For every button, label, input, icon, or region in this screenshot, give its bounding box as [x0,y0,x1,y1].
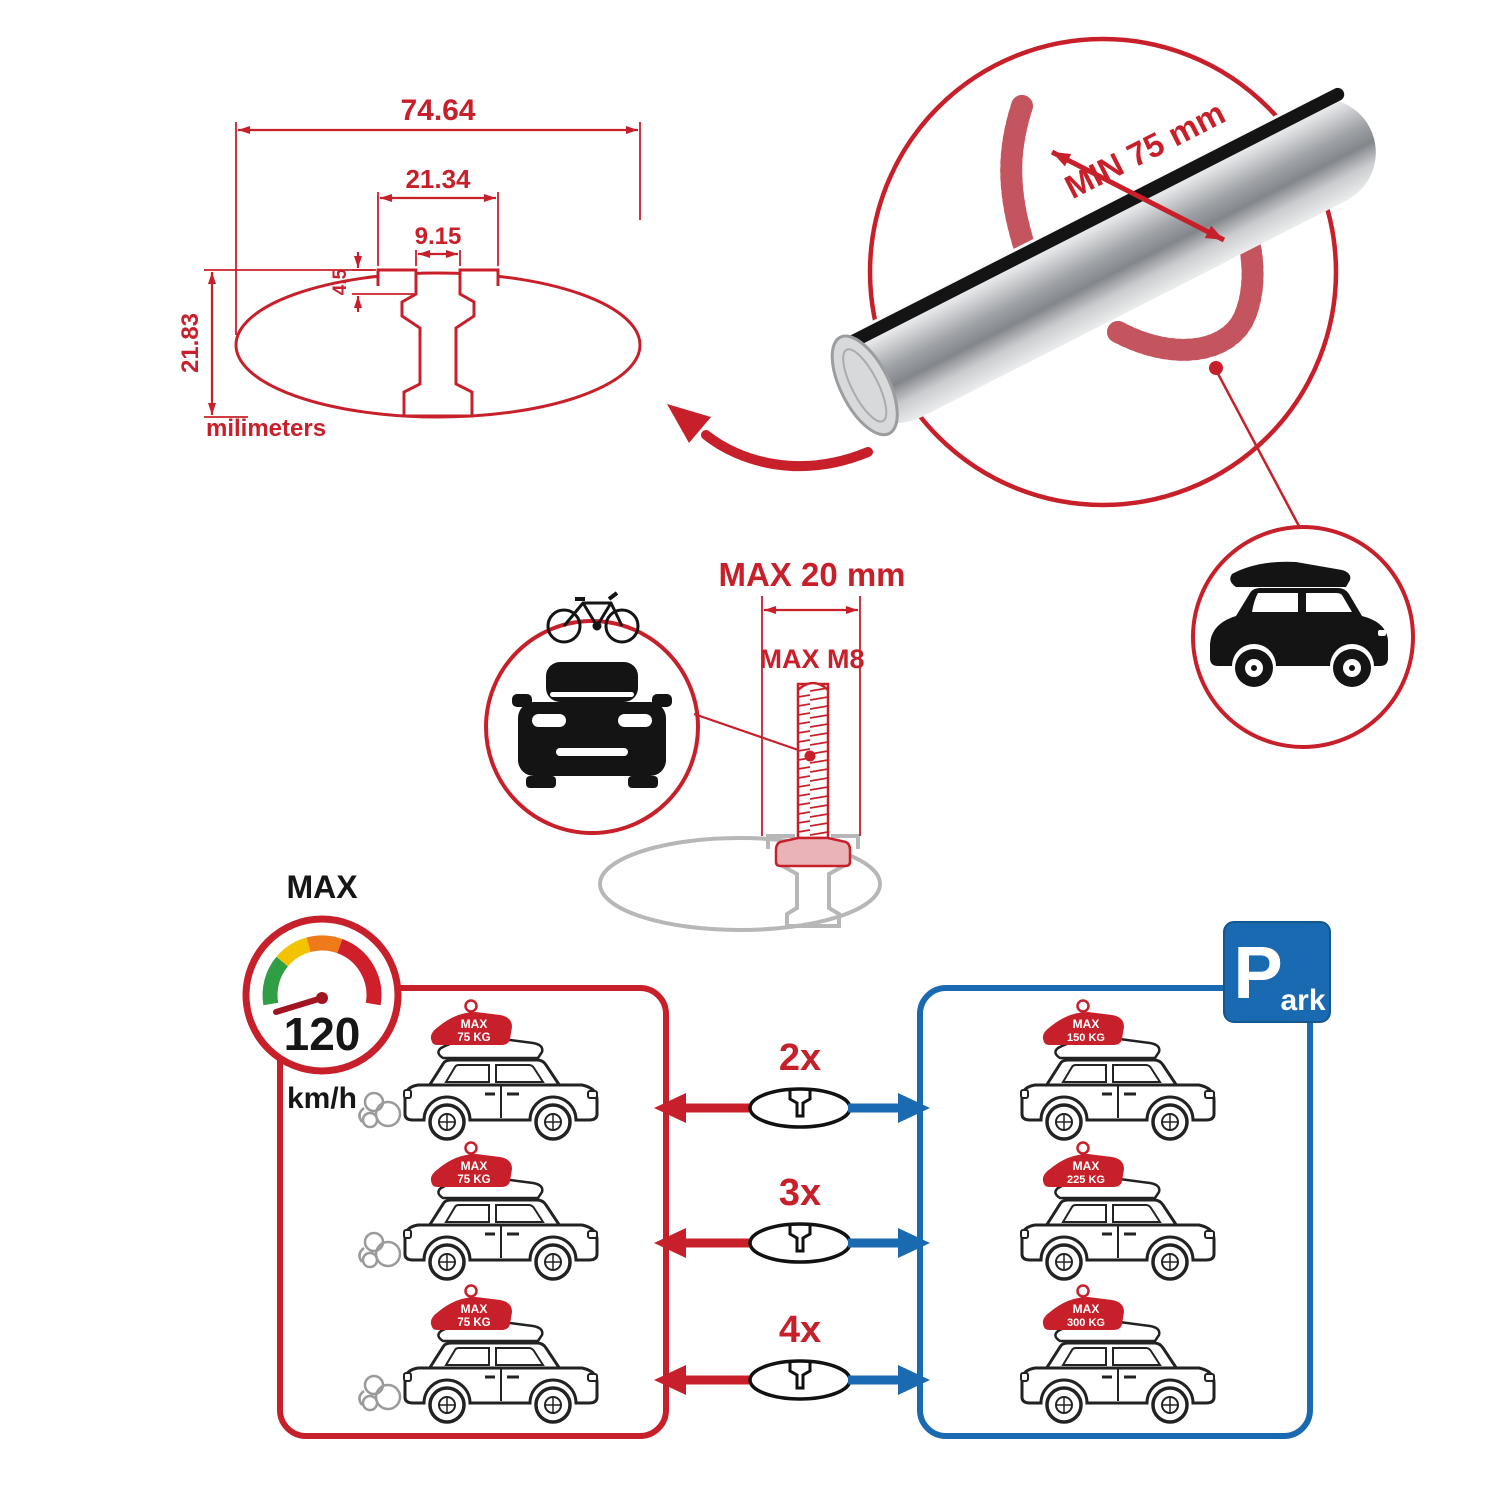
clamp-locator-dot [1209,361,1223,375]
speed-limit-gauge: MAX 120 km/h [242,869,402,1115]
bolt-max-width-label: MAX 20 mm [718,556,905,593]
parking-sign-suffix: ark [1280,984,1325,1017]
dim-slot-inner: 9.15 [415,223,462,250]
bolt-dimension-lines [761,596,861,836]
svg-text:MAX: MAX [461,1017,488,1031]
bar-count-row-4x: 4x [654,1309,930,1401]
bar-count-row-3x: 3x [654,1172,930,1264]
dimension-drawing: 74.64 21.34 9.15 4.5 21.83 milimeters [177,94,642,442]
right-arrowhead [898,1093,930,1123]
gauge-arc [262,935,382,1006]
bolt-diagram: MAX 20 mm MAX M8 [598,556,906,932]
svg-text:75 KG: 75 KG [457,1032,490,1044]
svg-text:225 KG: 225 KG [1067,1174,1105,1186]
speed-max-label: MAX [286,869,358,905]
max-load-badge-75-3: MAX 75 KG [430,1284,512,1330]
dim-total-height: 21.83 [177,313,204,373]
dim-total-width: 74.64 [400,94,475,127]
speed-units: km/h [287,1082,357,1115]
dimension-lines [204,122,641,418]
bolt-leader-line [693,712,805,754]
svg-text:MAX: MAX [461,1302,488,1316]
bar-count-row-2x: 2x [654,1037,930,1129]
car-front-circle [484,591,805,835]
parking-panel: MAX 150 KG MAX 225 KG MAX 300 KG P ark [917,921,1331,1439]
svg-text:MAX: MAX [1073,1017,1100,1031]
gauge-needle [273,995,325,1015]
bar-count-label: 3x [779,1172,821,1214]
parking-sign-letter: P [1233,931,1282,1014]
crossbar-section-icon [748,1222,852,1264]
left-arrowhead [654,1365,686,1395]
left-arrowhead [654,1228,686,1258]
svg-text:MAX: MAX [1073,1159,1100,1173]
suv-roofbox-icon [1210,561,1388,687]
svg-text:75 KG: 75 KG [457,1174,490,1186]
bolt-icon [774,681,852,868]
min-span-arrow [1050,149,1226,243]
gauge-hub [316,992,328,1004]
speed-value: 120 [284,1008,361,1060]
units-label: milimeters [206,415,326,442]
svg-text:75 KG: 75 KG [457,1317,490,1329]
left-arrowhead [654,1093,686,1123]
svg-text:MAX: MAX [1073,1302,1100,1316]
bar-count-label: 2x [779,1037,821,1079]
dim-slot-depth: 4.5 [330,268,351,295]
right-arrowhead [898,1228,930,1258]
t-slot-profile [376,268,500,418]
bar-count-rows: 2x 3x 4x [654,1037,930,1401]
detail-connector-line [1214,369,1302,529]
max-load-badge-75-1: MAX 75 KG [430,999,512,1045]
max-load-badge-300: MAX 300 KG [1042,1284,1124,1330]
arrow-to-drawing-head [667,404,711,443]
dim-slot-outer: 21.34 [405,164,471,194]
max-load-badge-150: MAX 150 KG [1042,999,1124,1045]
parking-sign: P ark [1223,921,1331,1023]
driving-panel: MAX 75 KG MAX 75 KG MAX 75 KG [277,985,669,1439]
crossbar-section-icon [748,1359,852,1401]
arrow-to-drawing [701,430,873,472]
car-front-icon [512,662,672,788]
svg-text:300 KG: 300 KG [1067,1317,1105,1329]
max-load-badge-225: MAX 225 KG [1042,1141,1124,1187]
suv-roofbox-circle [1191,525,1415,749]
bar-count-label: 4x [779,1309,821,1351]
bicycle-icon [546,591,640,644]
right-arrowhead [898,1365,930,1395]
svg-text:150 KG: 150 KG [1067,1032,1105,1044]
bolt-max-thread-label: MAX M8 [759,644,864,674]
crossbar-detail-circle: MIN 75 mm [667,36,1376,529]
svg-text:MAX: MAX [461,1159,488,1173]
crossbar-section-icon [748,1087,852,1129]
max-load-badge-75-2: MAX 75 KG [430,1141,512,1187]
